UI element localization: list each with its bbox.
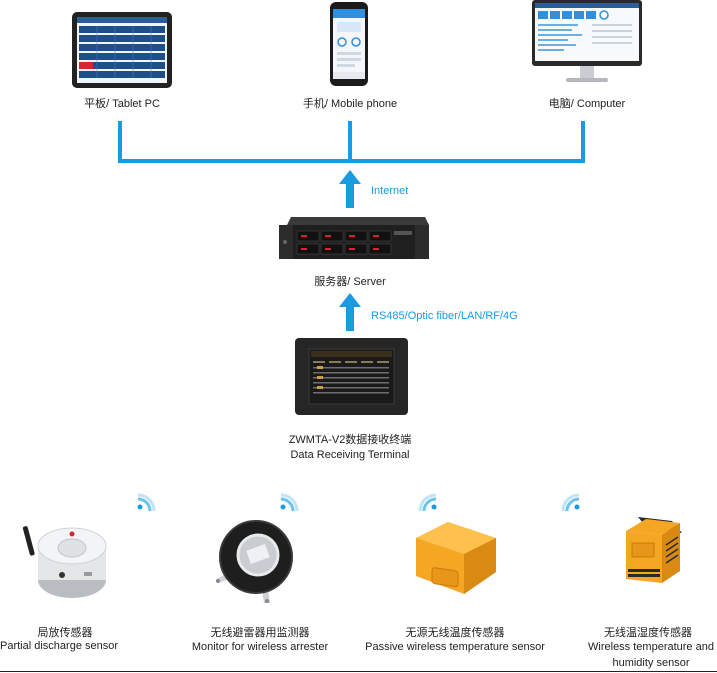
server-label: 服务器/ Server xyxy=(314,276,386,288)
computer-drop-line xyxy=(581,121,585,163)
phone-label: 手机/ Mobile phone xyxy=(302,98,398,110)
terminal-label-en: Data Receiving Terminal xyxy=(290,449,410,461)
internet-arrow-icon xyxy=(339,170,361,208)
sensor-label-en: Wireless temperature and xyxy=(588,641,714,653)
arrester-monitor-image xyxy=(212,515,298,607)
wireless-signal-icon xyxy=(136,493,156,513)
bottom-divider xyxy=(0,671,717,672)
temperature-humidity-sensor-image xyxy=(612,515,684,591)
terminal-label-cn: ZWMTA-V2数据接收终端 xyxy=(288,434,412,446)
sensor-label-cn: 无线温湿度传感器 xyxy=(604,627,692,639)
protocol-arrow-icon xyxy=(339,293,361,331)
bus-line xyxy=(118,159,585,163)
sensor-label-en: Monitor for wireless arrester xyxy=(191,641,329,653)
computer-image xyxy=(532,0,642,88)
tablet-label: 平板/ Tablet PC xyxy=(84,98,160,110)
sensor-label-cn: 局放传感器 xyxy=(37,627,93,639)
internet-label: Internet xyxy=(371,185,409,197)
tablet-image xyxy=(72,12,172,88)
protocols-label: RS485/Optic fiber/LAN/RF/4G xyxy=(371,310,518,322)
computer-label: 电脑/ Computer xyxy=(548,98,626,110)
terminal-image xyxy=(295,338,408,415)
sensor-label-en-line2: humidity sensor xyxy=(612,657,690,669)
partial-discharge-sensor-image xyxy=(22,520,110,602)
sensor-label-en: Passive wireless temperature sensor xyxy=(365,641,545,653)
sensor-label-cn: 无线避雷器用监测器 xyxy=(210,627,310,639)
tablet-drop-line xyxy=(118,121,122,163)
wireless-signal-icon xyxy=(279,493,299,513)
server-image xyxy=(279,217,429,261)
wireless-signal-icon xyxy=(418,493,438,513)
phone-image xyxy=(330,2,368,86)
sensor-label-cn: 无源无线温度传感器 xyxy=(405,627,505,639)
sensor-label-en: Partial discharge sensor xyxy=(0,640,119,652)
wireless-signal-icon xyxy=(561,493,581,513)
passive-temperature-sensor-image xyxy=(408,520,500,598)
phone-drop-line xyxy=(348,121,352,163)
